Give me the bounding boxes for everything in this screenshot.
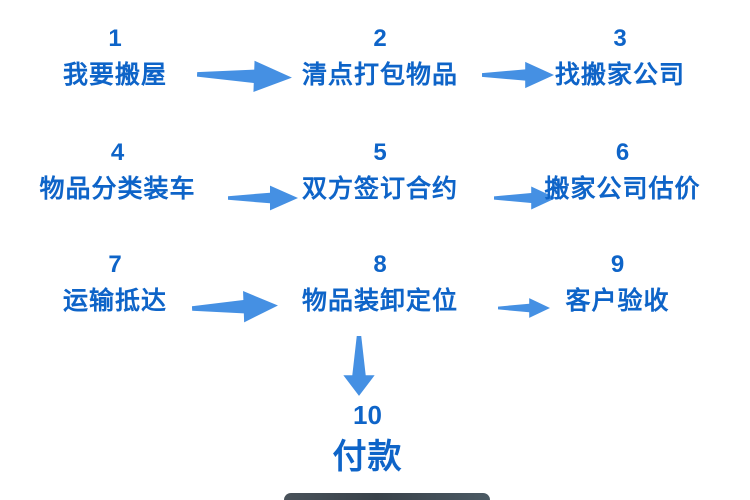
step-8-label: 物品装卸定位 [301,287,458,315]
step-3: 3 找搬家公司 [530,24,710,91]
step-3-number: 3 [613,25,627,52]
step-6-number: 6 [615,139,630,166]
step-2-label: 清点打包物品 [301,61,458,89]
cropped-bottom-element [284,493,490,500]
step-6-label: 搬家公司估价 [544,175,701,203]
step-10: 10 付款 [285,400,450,479]
step-1-label: 我要搬屋 [62,61,167,89]
step-5-label: 双方签订合约 [301,175,458,203]
step-9-label: 客户验收 [565,287,670,315]
step-4-number: 4 [110,139,125,166]
arrow-right-icon [228,183,298,213]
step-10-number: 10 [353,400,382,430]
step-3-label: 找搬家公司 [554,61,685,89]
step-8-number: 8 [373,251,387,278]
step-8: 8 物品装卸定位 [285,250,475,317]
arrow-right-icon [494,184,556,212]
arrow-right-icon [498,296,550,320]
step-10-label: 付款 [332,438,403,476]
step-2: 2 清点打包物品 [285,24,475,91]
step-9-number: 9 [610,251,625,278]
step-4: 4 物品分类装车 [20,138,215,205]
arrow-right-icon [196,55,292,96]
arrow-right-icon [482,59,554,91]
step-7-label: 运输抵达 [62,287,167,315]
step-7: 7 运输抵达 [25,250,205,317]
step-5-number: 5 [373,139,387,166]
step-4-label: 物品分类装车 [39,175,196,203]
step-2-number: 2 [373,25,387,52]
step-1: 1 我要搬屋 [25,24,205,91]
step-7-number: 7 [108,251,122,278]
arrow-right-icon [191,287,278,328]
arrow-down-icon [340,336,378,398]
step-6: 6 搬家公司估价 [525,138,720,205]
step-5: 5 双方签订合约 [285,138,475,205]
step-1-number: 1 [108,25,122,52]
step-9: 9 客户验收 [525,250,710,317]
